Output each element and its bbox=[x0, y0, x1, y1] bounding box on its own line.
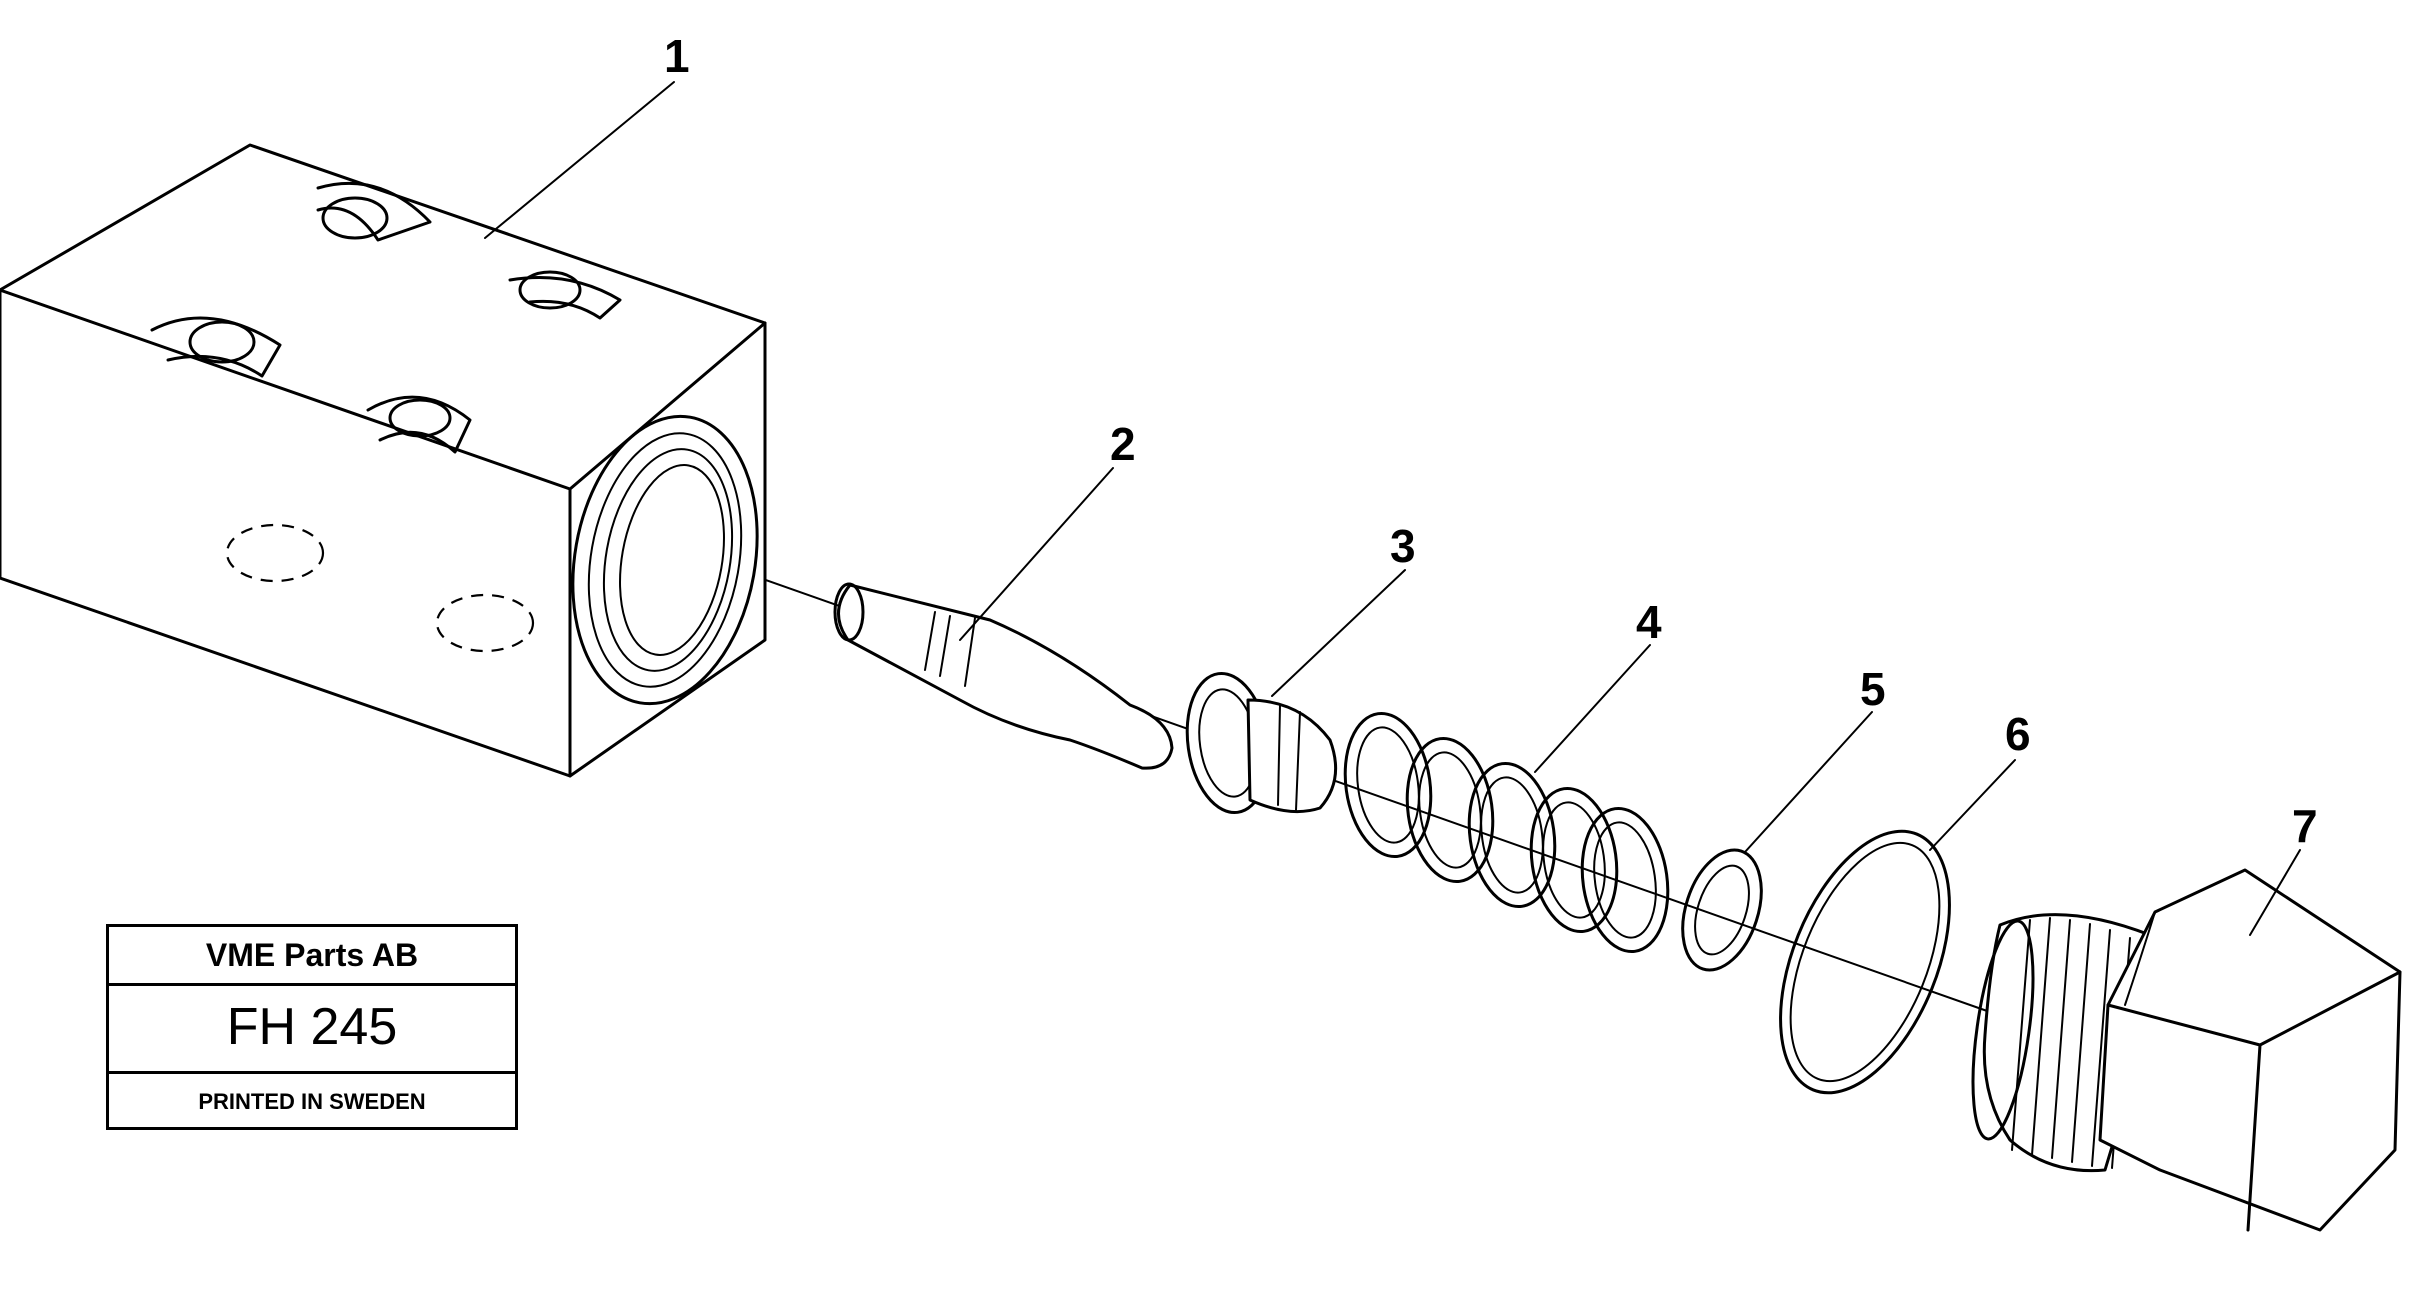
part-1-valve-housing bbox=[0, 143, 767, 778]
callout-5: 5 bbox=[1860, 663, 1886, 715]
company-name: VME Parts AB bbox=[109, 927, 515, 986]
leader-line-6 bbox=[1929, 759, 2016, 851]
leader-line-4 bbox=[1534, 644, 1651, 773]
title-block: VME Parts AB FH 245 PRINTED IN SWEDEN bbox=[106, 924, 518, 1130]
part-3-valve-seat bbox=[1185, 671, 1338, 815]
leader-line-5 bbox=[1744, 711, 1873, 853]
printed-note: PRINTED IN SWEDEN bbox=[198, 1089, 426, 1114]
part-2-poppet bbox=[833, 582, 1174, 770]
callout-2: 2 bbox=[1110, 418, 1136, 470]
part-7-plug bbox=[1971, 868, 2402, 1232]
callout-6: 6 bbox=[2005, 708, 2031, 760]
callout-3: 3 bbox=[1390, 520, 1416, 572]
part-5-washer bbox=[1681, 848, 1763, 972]
callout-1: 1 bbox=[664, 30, 690, 82]
callout-7: 7 bbox=[2292, 800, 2318, 852]
drawing-code: FH 245 bbox=[109, 983, 515, 1074]
leader-line-1 bbox=[484, 81, 675, 239]
leader-line-2 bbox=[959, 467, 1114, 641]
part-6-o-ring bbox=[1779, 829, 1951, 1095]
callout-4: 4 bbox=[1636, 596, 1662, 648]
leader-line-7 bbox=[2249, 849, 2301, 936]
part-4-spring bbox=[1343, 711, 1670, 954]
leader-line-3 bbox=[1271, 569, 1406, 697]
